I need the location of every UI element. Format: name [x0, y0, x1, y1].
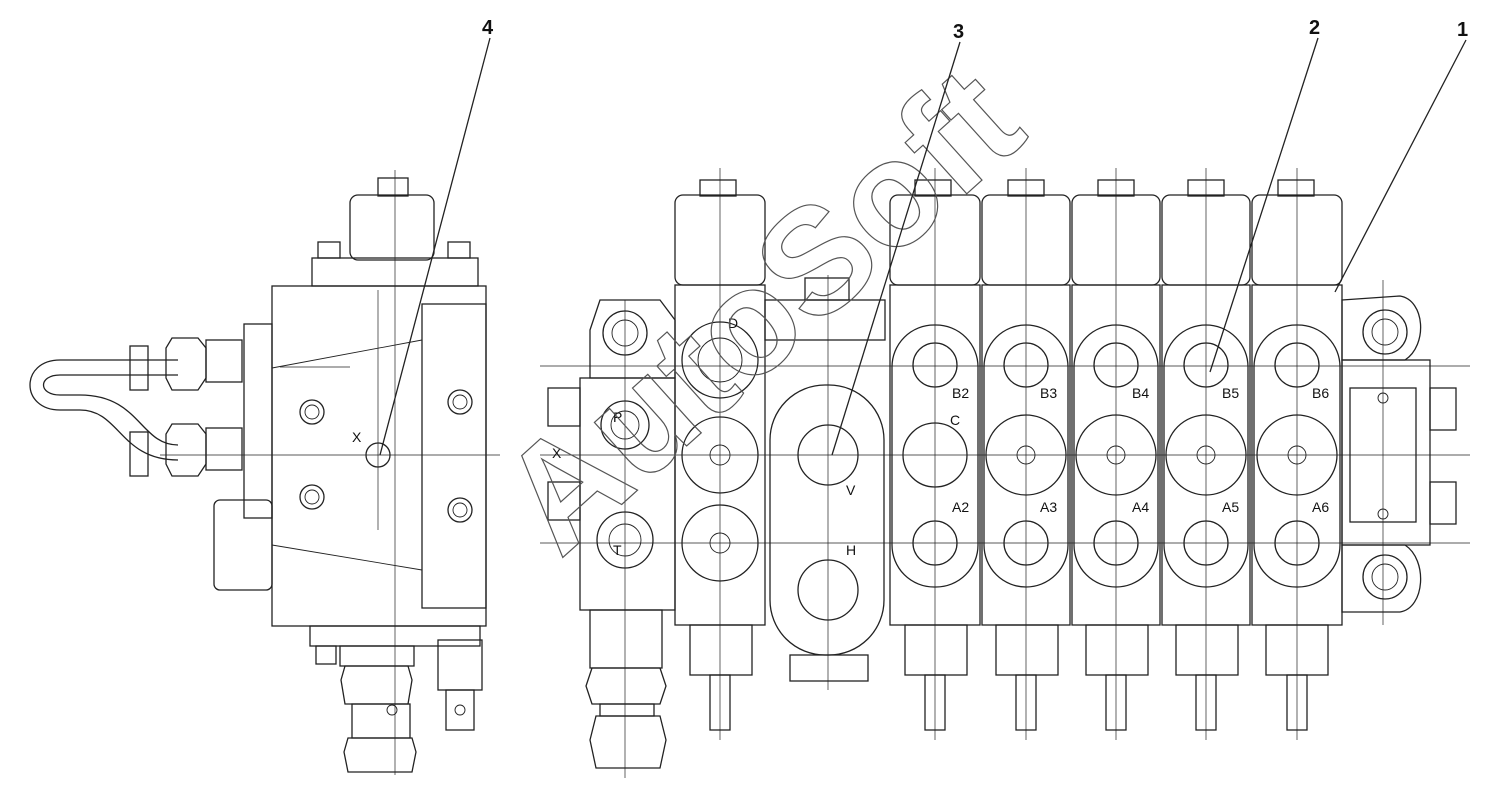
port-label-a4: A4 [1132, 499, 1149, 515]
spool-section-6: B6 A6 [1251, 168, 1343, 740]
port-label-t: T [613, 542, 622, 558]
port-label-x-left: X [352, 429, 362, 445]
port-label-p: P [613, 409, 622, 425]
pilot-bolts [299, 389, 473, 523]
spool-section-4: B4 A4 [1071, 168, 1161, 740]
hose-fittings [129, 337, 243, 477]
callout-3: 3 [953, 21, 964, 43]
port-label-a5: A5 [1222, 499, 1239, 515]
port-label-a3: A3 [1040, 499, 1057, 515]
inlet-section: P T X [547, 299, 676, 778]
port-label-a2: A2 [952, 499, 969, 515]
leader-line-1 [1334, 39, 1467, 293]
port-label-b4: B4 [1132, 385, 1149, 401]
pilot-valve-assembly: X [29, 170, 500, 775]
callout-1: 1 [1457, 19, 1468, 41]
port-label-b3: B3 [1040, 385, 1057, 401]
callout-2: 2 [1309, 17, 1320, 39]
spool-section-5: B5 A5 [1161, 168, 1251, 740]
port-label-b6: B6 [1312, 385, 1329, 401]
port-label-b5: B5 [1222, 385, 1239, 401]
leader-line-4 [379, 37, 491, 456]
callouts: 1 2 3 4 [379, 17, 1468, 456]
callout-4: 4 [482, 17, 494, 39]
leader-line-2 [1209, 37, 1319, 373]
end-cover [1341, 280, 1457, 625]
port-label-v: V [846, 482, 856, 498]
control-section-dvh: D V H [674, 168, 886, 740]
port-label-d: D [728, 315, 738, 331]
leader-line-3 [831, 41, 961, 456]
port-label-x-inlet: X [552, 445, 562, 461]
port-label-h: H [846, 542, 856, 558]
spool-section-3: B3 A3 [981, 168, 1071, 740]
port-label-b2: B2 [952, 385, 969, 401]
port-label-c: C [950, 412, 960, 428]
port-label-a6: A6 [1312, 499, 1329, 515]
